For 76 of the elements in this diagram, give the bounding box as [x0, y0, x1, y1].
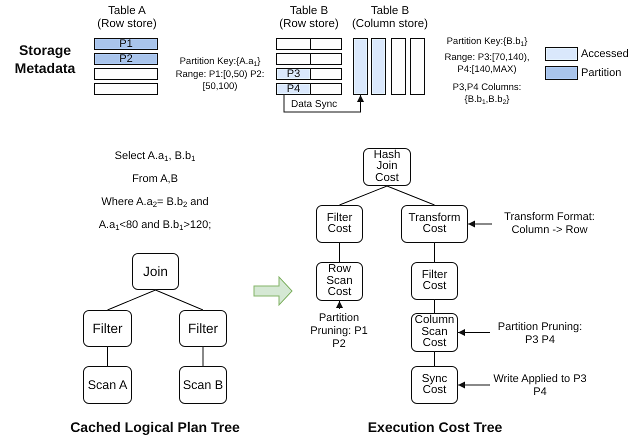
node-label: Scan B — [182, 378, 224, 392]
partition-row — [276, 83, 342, 95]
connector-line — [107, 346, 108, 366]
node-label: Hash Join Cost — [372, 150, 402, 184]
node-label: Scan A — [88, 378, 128, 392]
connector-line — [339, 242, 340, 262]
partition-row — [94, 38, 158, 50]
connector-line — [202, 346, 204, 366]
node-label: P4 — [286, 83, 302, 95]
section-title: Storage Metadata — [14, 42, 76, 77]
query-text: A.a$_{1}$<80 and B.b$_{1}$>120; — [98, 219, 212, 233]
text-annotation: Partition Key:{A.a$_{1}$} — [178, 56, 262, 68]
node-label: Filter Cost — [326, 212, 354, 236]
node-label: Sync Cost — [420, 374, 448, 396]
connector-line — [339, 186, 388, 206]
connector-line — [155, 290, 204, 310]
cost-node-box — [411, 366, 458, 404]
partition-row — [276, 53, 342, 65]
arrow — [458, 329, 490, 336]
partition-row — [94, 53, 158, 65]
node-label: Partition Pruning: P1 P2 — [309, 312, 369, 350]
plan-node-box — [179, 310, 227, 347]
text-annotation: Range: P3:[70,140), P4:[140,MAX) — [443, 52, 531, 76]
node-label: Join — [143, 264, 168, 279]
table-title: Table B (Row store) — [278, 5, 340, 31]
query-text: Where A.a$_{2}$= B.b$_{2}$ and — [100, 196, 210, 210]
query-text: From A,B — [131, 173, 179, 187]
cost-node-box — [363, 148, 411, 186]
node-label: Write Applied to P3 P4 — [492, 373, 588, 399]
text-annotation: P3,P4 Columns: {B.b$_{1}$,B.b$_{2}$} — [452, 82, 522, 106]
section-title: Cached Logical Plan Tree — [69, 419, 241, 436]
connector-line — [107, 290, 156, 310]
connector-line — [434, 352, 435, 366]
node-label: Partition Pruning: P3 P4 — [496, 321, 584, 347]
connector-line — [434, 242, 435, 262]
text-annotation: Partition Key:{B.b$_{1}$} — [446, 36, 528, 48]
node-label: Transform Format: Column -> Row — [503, 211, 596, 237]
query-text: Select A.a$_{1}$, B.b$_{1}$ — [114, 150, 196, 164]
section-title: Execution Cost Tree — [366, 419, 504, 436]
node-label: Filter — [188, 321, 218, 336]
node-label: P2 — [119, 53, 133, 65]
node-label: Row Scan Cost — [325, 264, 354, 299]
plan-node-box — [132, 253, 179, 290]
cost-node-box — [411, 262, 458, 300]
column-partition — [353, 38, 368, 95]
partition-row — [276, 38, 342, 50]
cost-node-box — [316, 205, 363, 243]
column-partition — [391, 38, 406, 95]
plan-node-box — [83, 310, 132, 347]
legend-label: Partition — [581, 66, 622, 80]
connector-line — [434, 300, 435, 314]
cost-node-box — [316, 262, 363, 301]
text-annotation: Range: P1:[0,50) P2:[50,100) — [175, 69, 265, 93]
arrow — [468, 220, 492, 228]
partition-row — [94, 68, 158, 80]
arrow — [336, 300, 343, 310]
partition-row — [94, 83, 158, 95]
arrow — [458, 382, 490, 388]
column-partition — [410, 38, 425, 95]
partition-row — [276, 68, 342, 80]
cost-node-box — [401, 205, 468, 243]
column-partition — [371, 38, 386, 95]
node-label: P1 — [119, 38, 133, 50]
legend-label: Accessed — [581, 47, 629, 61]
node-label: P3 — [286, 68, 302, 80]
table-title: Table B (Column store) — [350, 5, 430, 31]
node-label: Filter Cost — [420, 270, 448, 292]
node-label: Column Scan Cost — [414, 315, 456, 350]
table-title: Table A (Row store) — [96, 5, 158, 31]
plan-node-box — [83, 366, 132, 404]
node-label: Transform Cost — [408, 212, 462, 236]
plan-node-box — [179, 366, 227, 404]
arrow — [284, 94, 364, 112]
edge-label: Data Sync — [290, 99, 338, 111]
node-label: Filter — [92, 321, 122, 336]
connector-line — [386, 186, 435, 206]
